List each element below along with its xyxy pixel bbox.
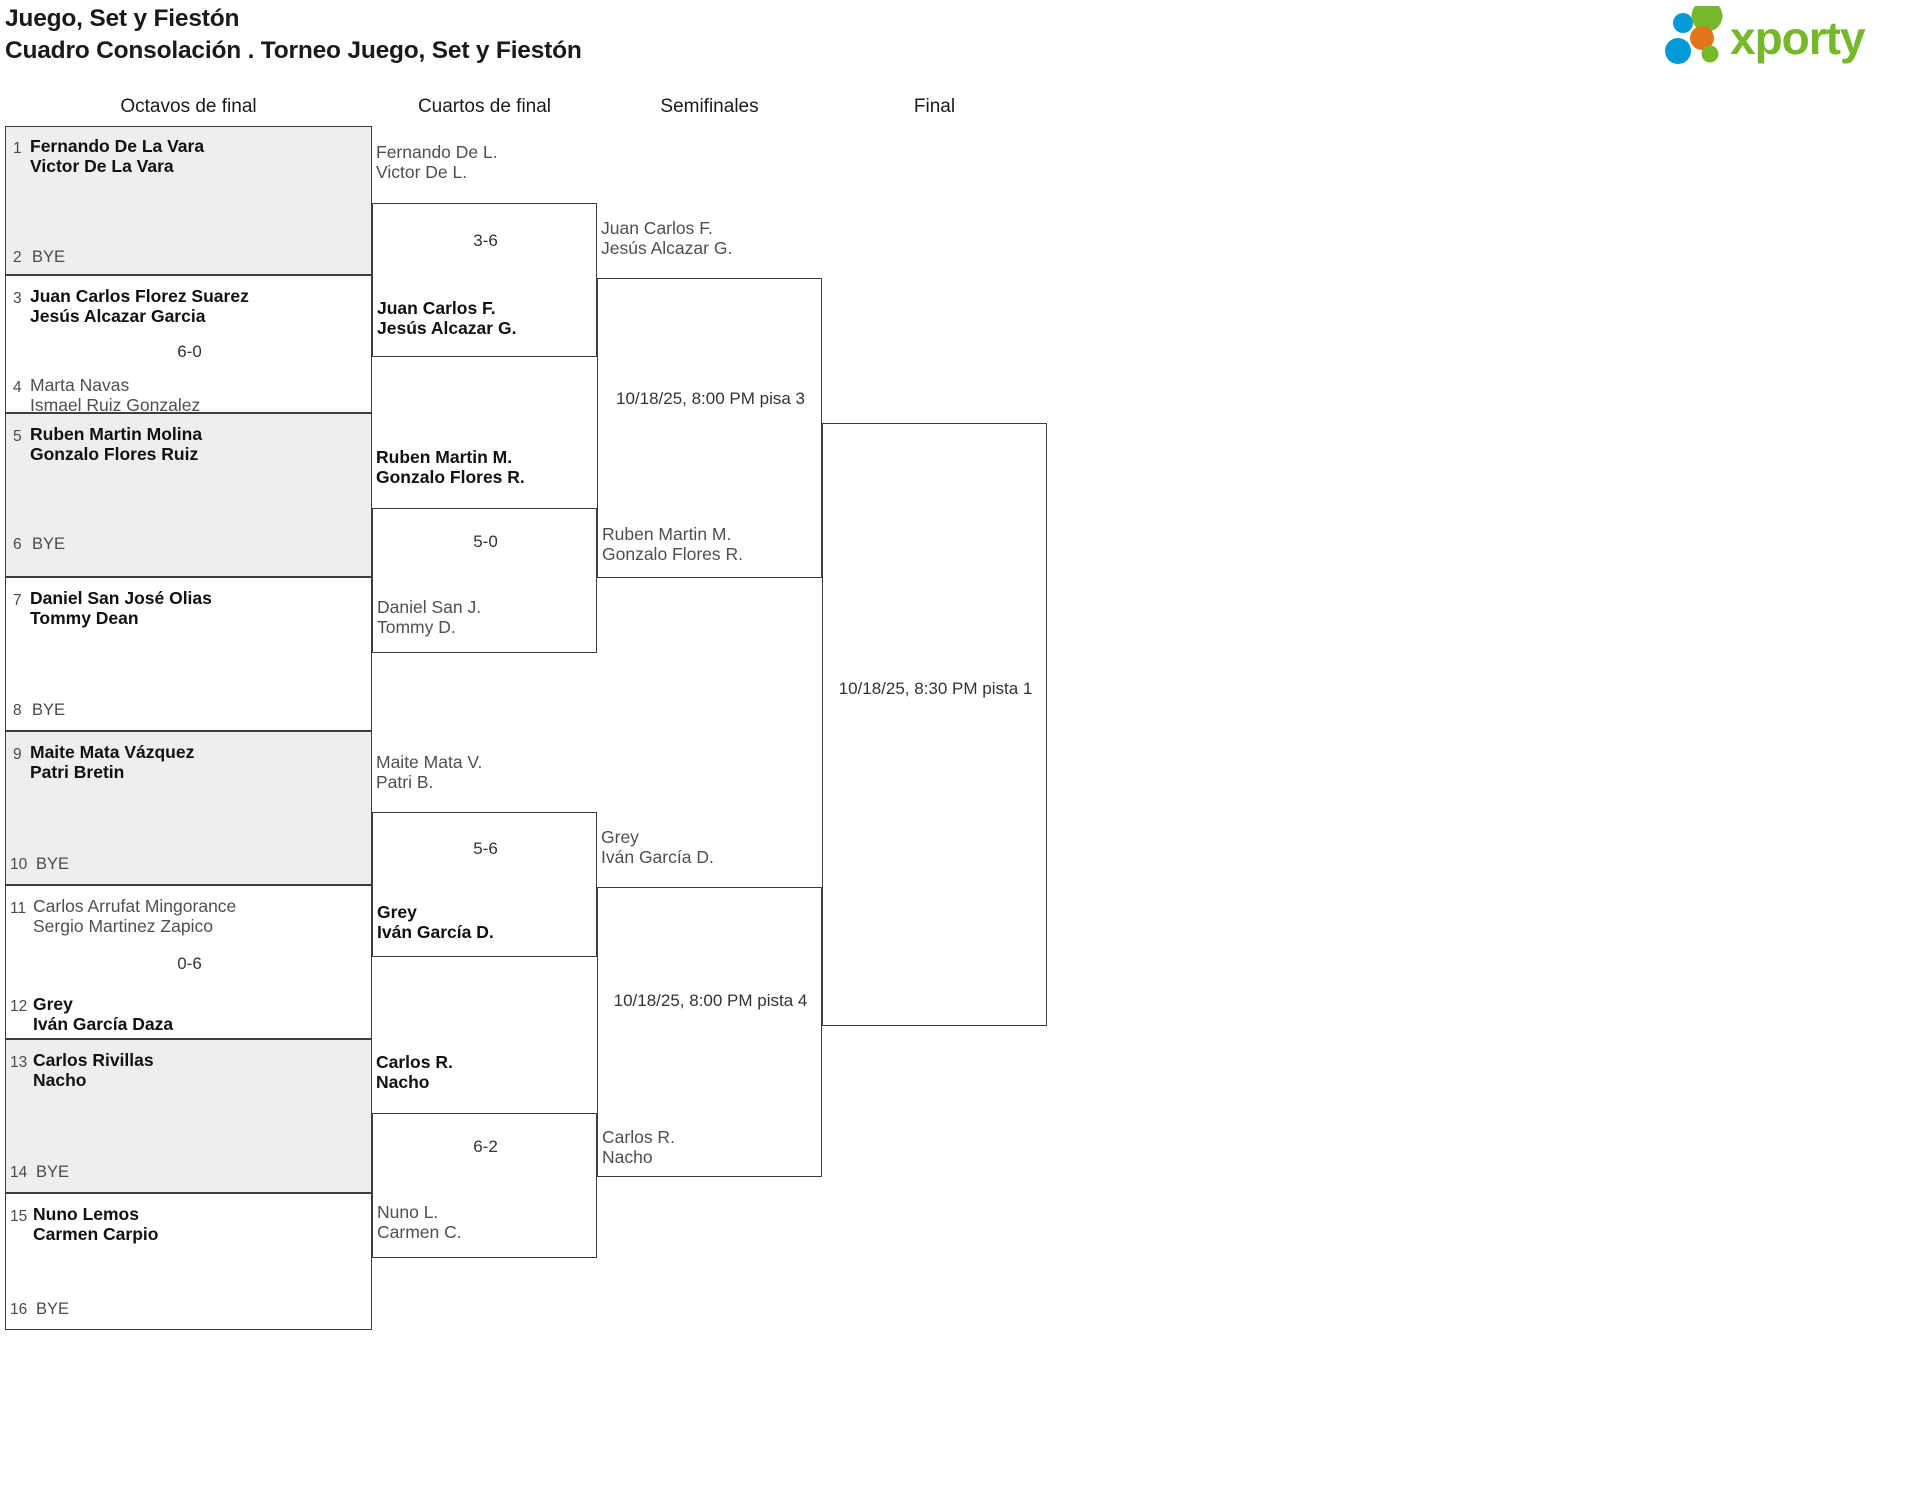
seed-number: 9 bbox=[13, 746, 22, 763]
match-score: 6-2 bbox=[473, 1137, 498, 1156]
r3-entry-1: Juan Carlos F. Jesús Alcazar G. bbox=[601, 218, 733, 258]
seed-number: 5 bbox=[13, 428, 22, 445]
r2-match-box-2[interactable]: 5-0 Daniel San J. Tommy D. bbox=[372, 508, 597, 653]
round-heading-cuartos: Cuartos de final bbox=[417, 96, 552, 117]
match-score: 3-6 bbox=[473, 231, 498, 250]
r2-entry-loser-3: Maite Mata V. Patri B. bbox=[376, 752, 483, 792]
seed-number: 12 bbox=[10, 998, 28, 1015]
r2-entry-winner-3: Grey Iván García D. bbox=[377, 902, 494, 942]
bye-label: BYE bbox=[32, 248, 66, 266]
seed-number: 2 bbox=[13, 249, 22, 266]
r1-slot-4[interactable]: 7 Daniel San José Olias Tommy Dean 8 BYE bbox=[5, 577, 372, 731]
player-names: Marta Navas Ismael Ruiz Gonzalez bbox=[30, 375, 201, 415]
match-schedule: 10/18/25, 8:00 PM pista 4 bbox=[613, 991, 808, 1010]
bye-label: BYE bbox=[36, 1163, 70, 1181]
r2-entry-loser-2: Daniel San J. Tommy D. bbox=[377, 597, 482, 637]
r1-slot-7[interactable]: 13 Carlos Rivillas Nacho 14 BYE bbox=[5, 1039, 372, 1193]
player-names: Fernando De La Vara Victor De La Vara bbox=[30, 136, 205, 176]
player-names: Carlos Arrufat Mingorance Sergio Martine… bbox=[33, 896, 237, 936]
bye-label: BYE bbox=[36, 1300, 70, 1318]
r3-match-box-2[interactable]: 10/18/25, 8:00 PM pista 4 Carlos R. Nach… bbox=[597, 887, 822, 1177]
r3-entry-2: Ruben Martin M. Gonzalo Flores R. bbox=[602, 524, 744, 564]
match-score: 6-0 bbox=[177, 342, 202, 361]
player-names: Nuno Lemos Carmen Carpio bbox=[33, 1204, 159, 1244]
seed-number: 10 bbox=[10, 856, 28, 873]
match-score: 0-6 bbox=[177, 954, 202, 973]
r2-entry-winner-4: Carlos R. Nacho bbox=[376, 1052, 453, 1092]
logo-dots-icon bbox=[1665, 6, 1723, 64]
r2-match-box-4[interactable]: 6-2 Nuno L. Carmen C. bbox=[372, 1113, 597, 1258]
page-header: Juego, Set y Fiestón Cuadro Consolación … bbox=[5, 3, 582, 67]
r1-slot-1[interactable]: 1 Fernando De La Vara Victor De La Vara … bbox=[5, 126, 372, 275]
seed-number: 15 bbox=[10, 1208, 28, 1225]
bye-label: BYE bbox=[32, 535, 66, 553]
seed-number: 3 bbox=[13, 290, 22, 307]
final-schedule: 10/18/25, 8:30 PM pista 1 bbox=[838, 679, 1033, 698]
player-names: Grey Iván García Daza bbox=[33, 994, 174, 1034]
round-heading-octavos: Octavos de final bbox=[120, 96, 257, 117]
seed-number: 16 bbox=[10, 1301, 28, 1318]
r3-match-box-1[interactable]: 10/18/25, 8:00 PM pisa 3 Ruben Martin M.… bbox=[597, 278, 822, 578]
round-heading-final: Final bbox=[913, 96, 956, 117]
player-names: Carlos Rivillas Nacho bbox=[33, 1050, 154, 1090]
r1-slot-3[interactable]: 5 Ruben Martin Molina Gonzalo Flores Rui… bbox=[5, 413, 372, 577]
r1-slot-5[interactable]: 9 Maite Mata Vázquez Patri Bretin 10 BYE bbox=[5, 731, 372, 885]
r3-entry-4: Carlos R. Nacho bbox=[602, 1127, 675, 1167]
r2-entry-loser-4: Nuno L. Carmen C. bbox=[377, 1202, 462, 1242]
seed-number: 7 bbox=[13, 592, 22, 609]
bye-label: BYE bbox=[36, 855, 70, 873]
r2-match-box-3[interactable]: 5-6 Grey Iván García D. bbox=[372, 812, 597, 957]
round-heading-semifinales: Semifinales bbox=[660, 96, 759, 117]
player-names: Daniel San José Olias Tommy Dean bbox=[30, 588, 212, 628]
match-score: 5-0 bbox=[473, 532, 498, 551]
match-schedule: 10/18/25, 8:00 PM pisa 3 bbox=[615, 389, 806, 408]
r2-entry-winner-2: Ruben Martin M. Gonzalo Flores R. bbox=[376, 447, 525, 487]
r4-final-box[interactable]: 10/18/25, 8:30 PM pista 1 bbox=[822, 423, 1047, 1026]
player-names: Ruben Martin Molina Gonzalo Flores Ruiz bbox=[30, 424, 203, 464]
bye-label: BYE bbox=[32, 701, 66, 719]
xporty-logo[interactable]: xporty bbox=[1658, 6, 1908, 68]
seed-number: 6 bbox=[13, 536, 22, 553]
seed-number: 1 bbox=[13, 140, 22, 157]
r2-entry-winner-1: Juan Carlos F. Jesús Alcazar G. bbox=[377, 298, 517, 338]
page-title-line-1: Juego, Set y Fiestón bbox=[5, 5, 240, 32]
svg-text:xporty: xporty bbox=[1730, 12, 1866, 64]
r1-slot-6[interactable]: 11 Carlos Arrufat Mingorance Sergio Mart… bbox=[5, 885, 372, 1039]
seed-number: 4 bbox=[13, 379, 22, 396]
player-names: Maite Mata Vázquez Patri Bretin bbox=[30, 742, 195, 782]
r1-slot-2[interactable]: 3 Juan Carlos Florez Suarez Jesús Alcaza… bbox=[5, 275, 372, 415]
r2-match-box-1[interactable]: 3-6 Juan Carlos F. Jesús Alcazar G. bbox=[372, 203, 597, 357]
seed-number: 8 bbox=[13, 702, 22, 719]
seed-number: 11 bbox=[10, 900, 27, 917]
r2-entry-loser-1: Fernando De L. Victor De L. bbox=[376, 142, 498, 182]
seed-number: 13 bbox=[10, 1054, 28, 1071]
seed-number: 14 bbox=[10, 1164, 28, 1181]
player-names: Juan Carlos Florez Suarez Jesús Alcazar … bbox=[30, 286, 249, 326]
r3-entry-3: Grey Iván García D. bbox=[601, 827, 714, 867]
r1-slot-8[interactable]: 15 Nuno Lemos Carmen Carpio 16 BYE bbox=[5, 1193, 372, 1330]
page-title-line-2: Cuadro Consolación . Torneo Juego, Set y… bbox=[5, 37, 582, 64]
match-score: 5-6 bbox=[473, 839, 498, 858]
